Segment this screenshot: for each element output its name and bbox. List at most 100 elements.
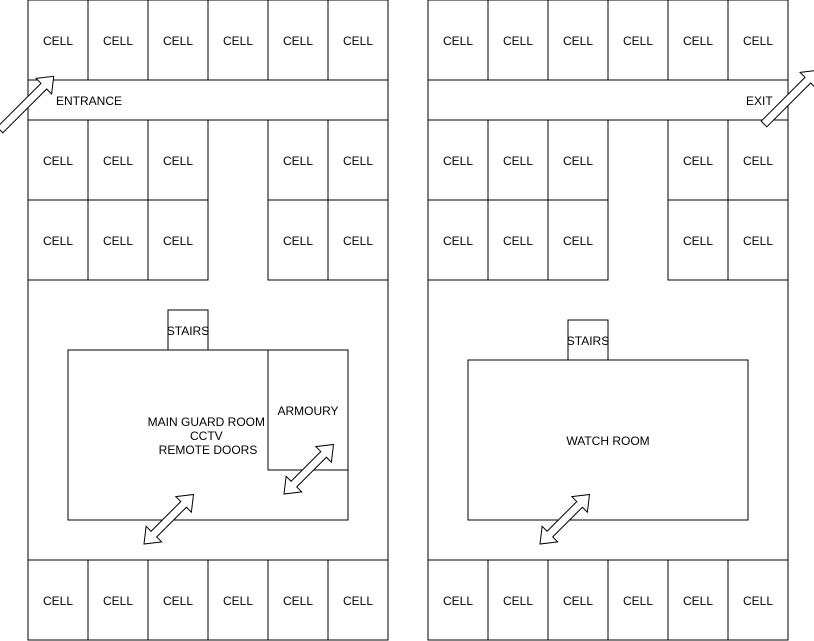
cell: [87, 0, 149, 81]
cell-label: CELL: [163, 234, 193, 248]
cell: [267, 0, 329, 81]
cell: [427, 119, 489, 201]
left-top-cell-row: CELL CELL CELL CELL CELL CELL: [27, 0, 389, 81]
left-corridor: [27, 79, 389, 121]
main-guard-room-line: MAIN GUARD ROOM: [148, 415, 265, 429]
cell-label: CELL: [563, 594, 593, 608]
cell: [267, 119, 329, 201]
double-arrow-icon: [143, 493, 195, 545]
cell-label: CELL: [43, 34, 73, 48]
cell-label: CELL: [283, 34, 313, 48]
cell-label: CELL: [683, 234, 713, 248]
cell-label: CELL: [443, 34, 473, 48]
cell-label: CELL: [43, 594, 73, 608]
right-wing: CELL CELL CELL CELL CELL CELL EXIT CELL …: [427, 0, 789, 641]
cell: [327, 199, 389, 281]
cell: [87, 559, 149, 641]
cell-label: CELL: [743, 234, 773, 248]
cell-label: CELL: [223, 34, 253, 48]
stairs-label: STAIRS: [567, 334, 609, 348]
cell-label: CELL: [283, 234, 313, 248]
cell-label: CELL: [103, 154, 133, 168]
main-guard-room-line: CCTV: [190, 429, 223, 443]
left-stairs: [167, 309, 209, 351]
cell-label: CELL: [743, 154, 773, 168]
cell: [147, 199, 209, 281]
cell: [427, 559, 489, 641]
cell: [547, 0, 609, 81]
cell-label: CELL: [283, 594, 313, 608]
cell: [327, 559, 389, 641]
cell-label: CELL: [743, 594, 773, 608]
cell: [547, 199, 609, 281]
cell-label: CELL: [343, 34, 373, 48]
cell-label: CELL: [623, 594, 653, 608]
cell-label: CELL: [563, 154, 593, 168]
armoury: [267, 349, 349, 471]
watch-room: [467, 359, 749, 521]
cell-label: CELL: [223, 594, 253, 608]
armoury-label: ARMOURY: [277, 404, 338, 418]
cell-label: CELL: [563, 34, 593, 48]
cell-label: CELL: [443, 234, 473, 248]
cell: [147, 0, 209, 81]
cell-label: CELL: [163, 154, 193, 168]
cell: [147, 559, 209, 641]
exit-label: EXIT: [746, 94, 773, 108]
cell: [27, 559, 89, 641]
cell: [207, 0, 269, 81]
cell-label: CELL: [343, 594, 373, 608]
cell: [207, 559, 269, 641]
cell: [607, 0, 669, 81]
cell: [327, 119, 389, 201]
stairs-label: STAIRS: [167, 324, 209, 338]
cell-label: CELL: [103, 34, 133, 48]
cell-label: CELL: [43, 234, 73, 248]
cell-label: CELL: [743, 34, 773, 48]
cell-label: CELL: [443, 154, 473, 168]
cell-label: CELL: [563, 234, 593, 248]
right-middle-cell-block-b: CELL CELL CELL CELL: [667, 119, 789, 281]
exit-arrow-icon: [760, 69, 814, 128]
double-arrow-icon: [539, 493, 591, 545]
cell: [547, 119, 609, 201]
left-middle-cell-block-b: CELL CELL CELL CELL: [267, 119, 389, 281]
cell-label: CELL: [163, 34, 193, 48]
cell-label: CELL: [103, 234, 133, 248]
left-bottom-cell-row: CELL CELL CELL CELL CELL CELL: [27, 559, 389, 641]
left-wing: CELL CELL CELL CELL CELL CELL ENTRANCE C…: [27, 0, 389, 641]
cell-label: CELL: [683, 154, 713, 168]
right-bottom-cell-row: CELL CELL CELL CELL CELL CELL: [427, 559, 789, 641]
entrance-label: ENTRANCE: [56, 94, 122, 108]
cell-label: CELL: [503, 594, 533, 608]
cell-label: CELL: [103, 594, 133, 608]
cell: [727, 0, 789, 81]
cell-label: CELL: [163, 594, 193, 608]
right-top-cell-row: CELL CELL CELL CELL CELL CELL: [427, 0, 789, 81]
right-corridor: [427, 79, 789, 121]
cell-label: CELL: [343, 154, 373, 168]
cell: [87, 199, 149, 281]
cell: [607, 559, 669, 641]
cell: [487, 199, 549, 281]
cell: [27, 199, 89, 281]
cell-label: CELL: [283, 154, 313, 168]
cell: [267, 199, 329, 281]
cell-label: CELL: [683, 34, 713, 48]
cell-label: CELL: [623, 34, 653, 48]
cell: [267, 559, 329, 641]
cell-label: CELL: [683, 594, 713, 608]
right-middle-cell-block-a: CELL CELL CELL CELL CELL CELL: [427, 119, 609, 281]
cell: [487, 559, 549, 641]
cell: [727, 199, 789, 281]
cell-label: CELL: [43, 154, 73, 168]
cell: [327, 0, 389, 81]
cell: [147, 119, 209, 201]
double-arrow-icon: [283, 443, 335, 495]
cell: [27, 0, 89, 81]
cell: [427, 0, 489, 81]
cell-label: CELL: [443, 594, 473, 608]
cell: [727, 559, 789, 641]
cell-label: CELL: [503, 34, 533, 48]
cell: [547, 559, 609, 641]
